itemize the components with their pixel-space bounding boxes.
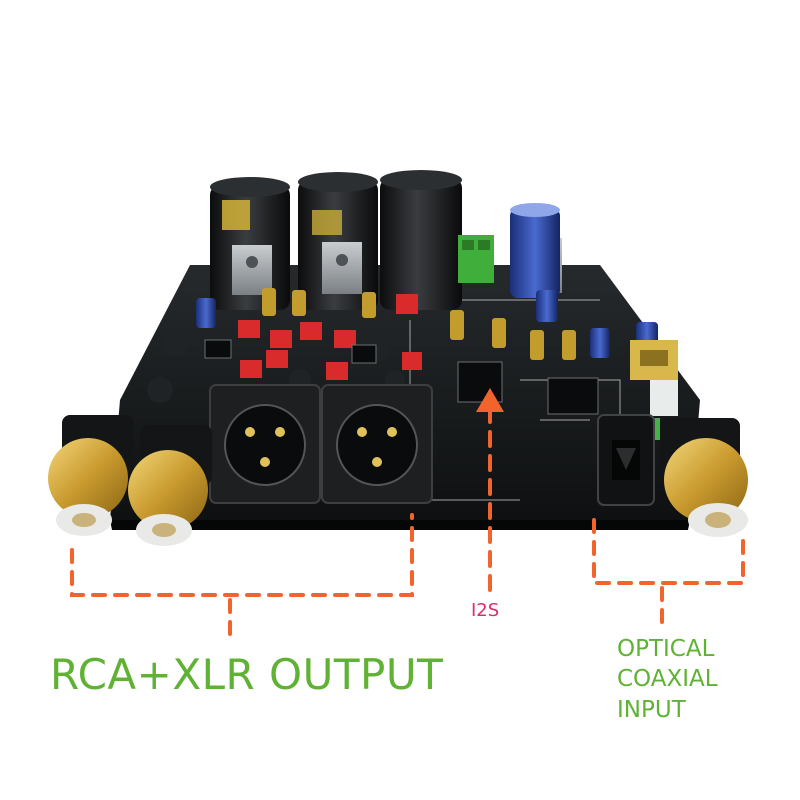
usb-port-icon <box>630 340 678 380</box>
output-bracket <box>70 513 414 644</box>
output-label: RCA+XLR OUTPUT <box>50 650 444 699</box>
terminal-block-icon <box>458 235 494 283</box>
optical-toslink-icon <box>597 414 655 506</box>
heatsink-icon <box>232 245 272 295</box>
rca-jack-icon <box>48 415 134 536</box>
input-bracket <box>592 518 745 632</box>
capacitor-icon <box>510 203 560 298</box>
ic-chips <box>204 339 599 415</box>
pcb-front-edge <box>110 520 690 530</box>
i2s-arrow <box>476 388 504 592</box>
white-connector <box>650 380 678 416</box>
input-label-optical: OPTICAL <box>617 636 715 662</box>
capacitor-icon <box>262 288 576 360</box>
rca-jack-icon <box>128 425 212 546</box>
i2s-label: I2S <box>471 600 500 621</box>
capacitor-icon <box>380 170 462 310</box>
film-capacitors <box>238 294 422 380</box>
input-label-coaxial: COAXIAL <box>617 666 718 692</box>
xlr-connector-icon <box>321 384 433 504</box>
heatsink-icon <box>322 242 362 294</box>
rca-jack-icon <box>660 418 748 537</box>
xlr-connector-icon <box>209 384 321 504</box>
capacitor-icon <box>196 290 658 358</box>
input-label-input: INPUT <box>617 697 686 723</box>
